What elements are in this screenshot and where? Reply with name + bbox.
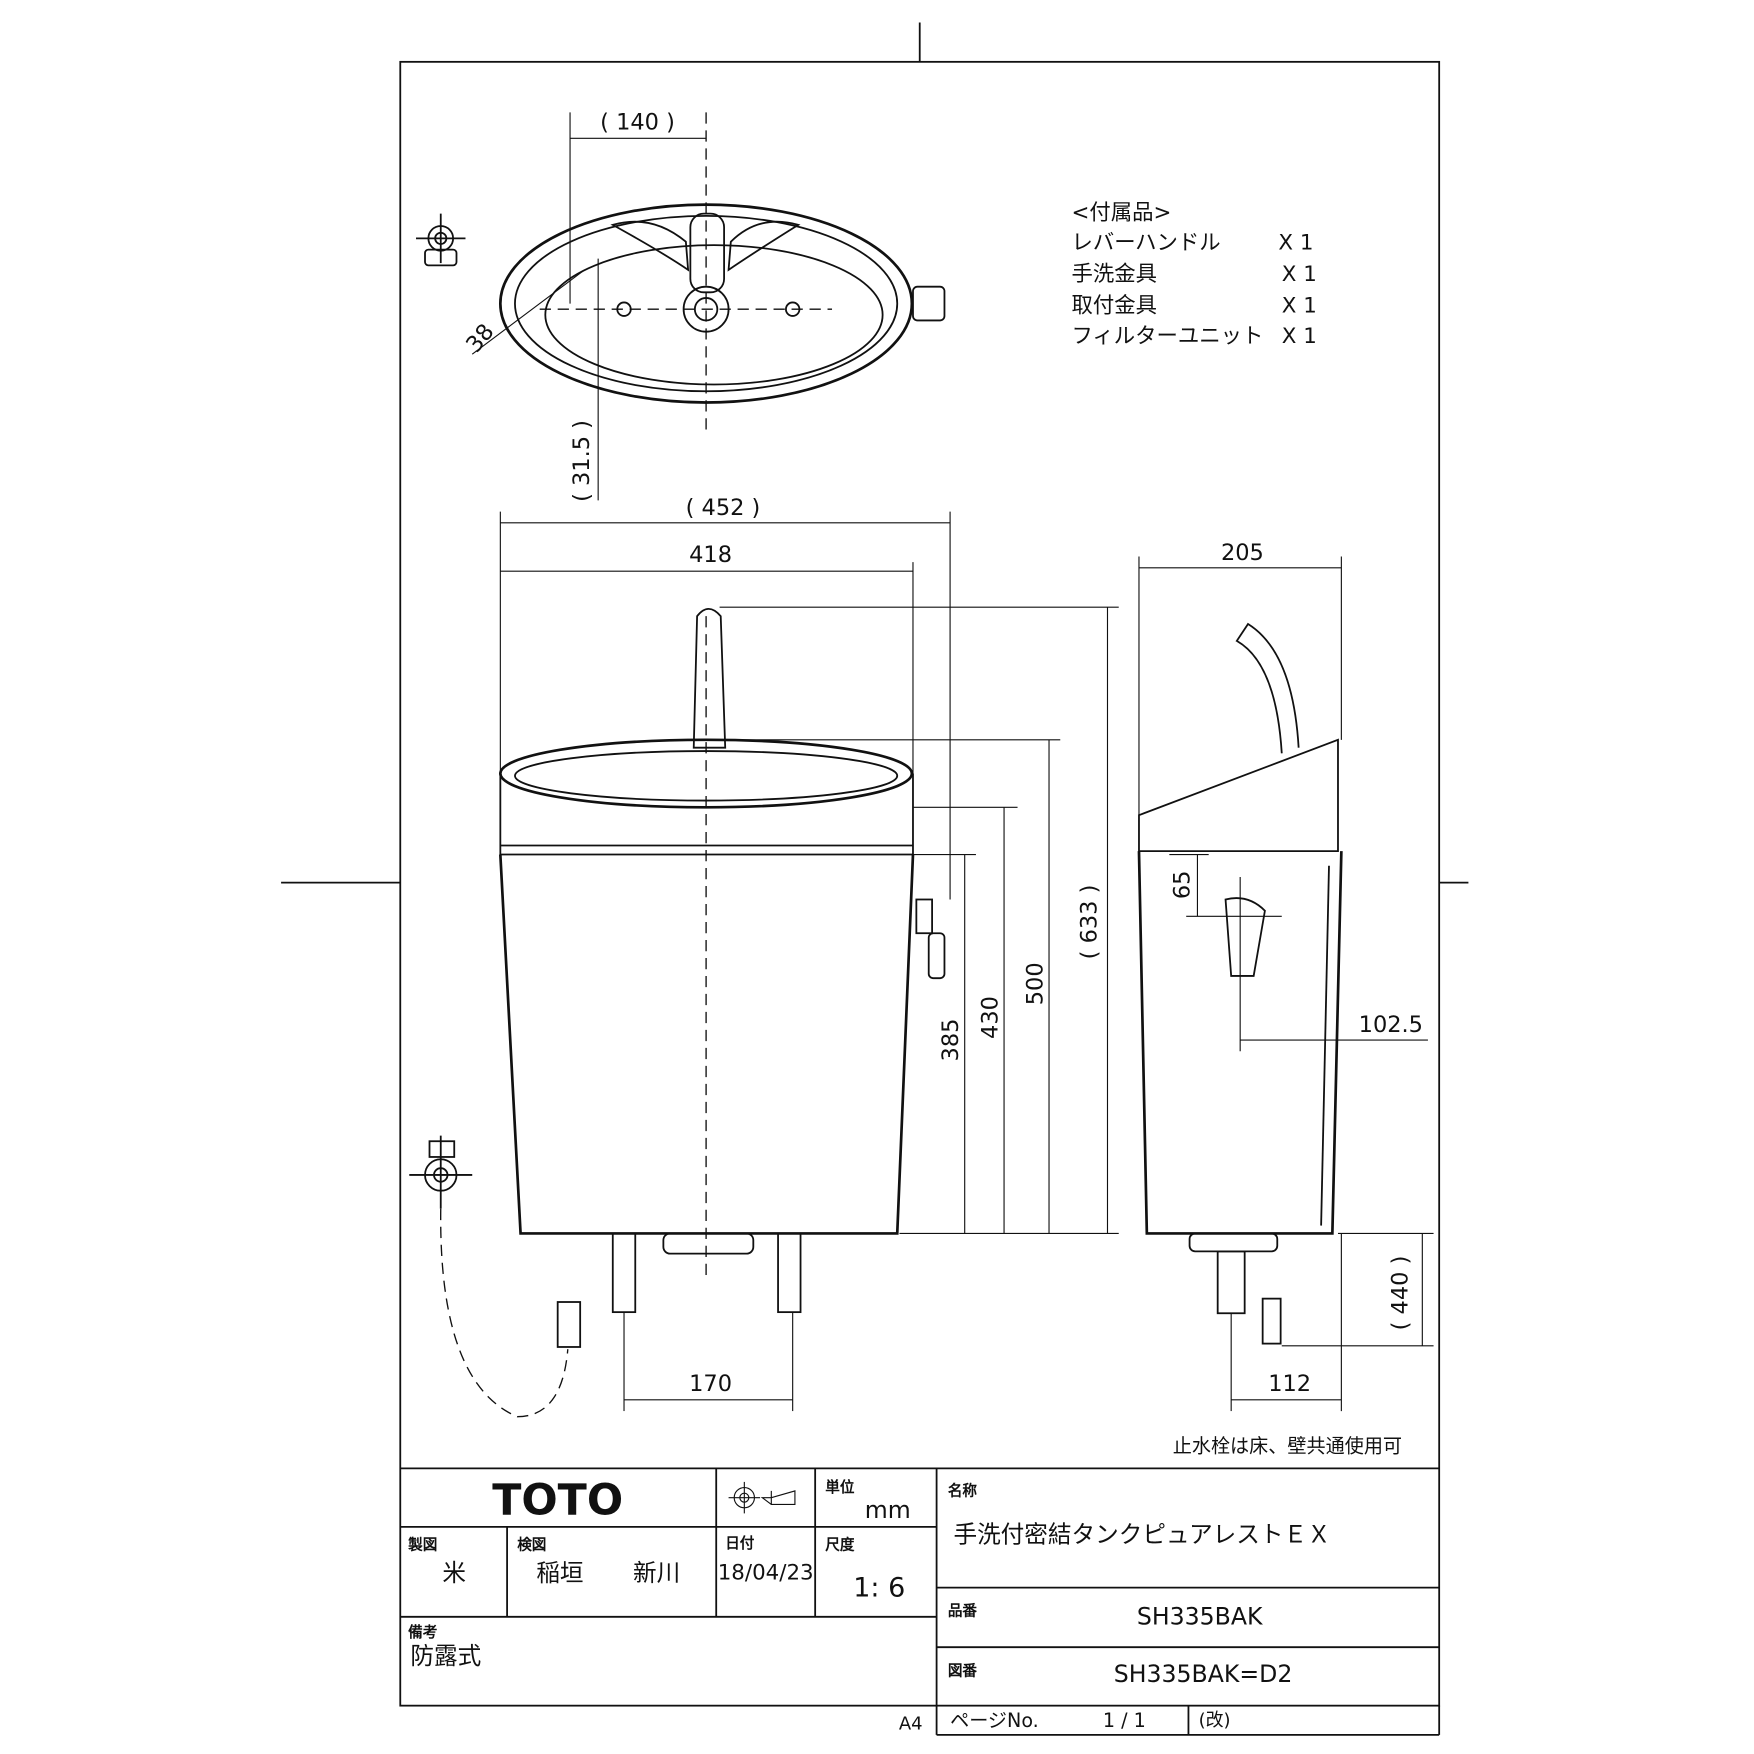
dim-140: ( 140 ) bbox=[600, 109, 675, 135]
scale-value: 1: 6 bbox=[853, 1573, 905, 1604]
drawing-label: 図番 bbox=[948, 1661, 978, 1679]
accessory-qty: X 1 bbox=[1278, 231, 1313, 256]
drawn-label: 製図 bbox=[407, 1535, 437, 1553]
accessory-name: 手洗金具 bbox=[1072, 262, 1157, 287]
revision-label: (改) bbox=[1199, 1710, 1231, 1731]
date-value: 18/04/23 bbox=[718, 1561, 814, 1586]
dim-440: ( 440 ) bbox=[1388, 1256, 1414, 1331]
accessories-title: <付属品> bbox=[1072, 200, 1172, 225]
dim-633: ( 633 ) bbox=[1076, 885, 1102, 960]
accessories-list: <付属品> レバーハンドル X 1 手洗金具 X 1 取付金具 X 1 フィルタ… bbox=[1072, 200, 1317, 349]
accessory-name: 取付金具 bbox=[1072, 294, 1157, 319]
dim-170: 170 bbox=[689, 1371, 732, 1397]
center-marks bbox=[281, 22, 1469, 884]
checked-value-2: 新川 bbox=[633, 1559, 680, 1587]
projection-symbol-icon bbox=[728, 1481, 796, 1514]
paper-size: A4 bbox=[899, 1713, 923, 1734]
dim-500: 500 bbox=[1022, 962, 1048, 1005]
accessory-name: フィルターユニット bbox=[1072, 324, 1264, 349]
dim-65: 65 bbox=[1170, 871, 1196, 900]
dim-102-5: 102.5 bbox=[1359, 1012, 1423, 1038]
part-number: SH335BAK bbox=[1137, 1603, 1263, 1631]
drawing-number: SH335BAK=D2 bbox=[1114, 1660, 1293, 1688]
title-block: TOTO 単位 mm 製図 米 検図 稲垣 新川 日付 18/04/23 尺度 … bbox=[400, 1467, 1441, 1736]
dim-38: 38 bbox=[461, 319, 499, 358]
accessory-qty: X 1 bbox=[1282, 262, 1317, 287]
toto-logo: TOTO bbox=[492, 1476, 623, 1526]
dim-430: 430 bbox=[977, 996, 1003, 1039]
accessory-qty: X 1 bbox=[1282, 294, 1317, 319]
dim-385: 385 bbox=[938, 1019, 964, 1062]
dim-452: ( 452 ) bbox=[686, 495, 761, 521]
front-view bbox=[498, 511, 1119, 1412]
part-label: 品番 bbox=[948, 1602, 978, 1620]
remarks-value: 防露式 bbox=[410, 1642, 481, 1670]
page-label: ページNo. bbox=[950, 1709, 1039, 1732]
stop-valve-icon bbox=[409, 213, 582, 1418]
product-name: 手洗付密結タンクピュアレストＥＸ bbox=[953, 1521, 1330, 1549]
remarks-label: 備考 bbox=[408, 1623, 437, 1641]
checked-label: 検図 bbox=[517, 1535, 546, 1553]
scale-label: 尺度 bbox=[825, 1535, 855, 1553]
dim-418: 418 bbox=[689, 542, 732, 568]
unit-label: 単位 bbox=[825, 1478, 855, 1496]
dim-31-5: ( 31.5 ) bbox=[569, 420, 595, 502]
dim-112: 112 bbox=[1268, 1371, 1311, 1397]
top-view bbox=[471, 112, 946, 501]
dim-205: 205 bbox=[1221, 540, 1264, 566]
checked-value-1: 稲垣 bbox=[536, 1559, 583, 1587]
name-label: 名称 bbox=[948, 1481, 978, 1499]
date-label: 日付 bbox=[725, 1534, 755, 1552]
accessory-name: レバーハンドル bbox=[1072, 231, 1221, 256]
side-view bbox=[1137, 556, 1434, 1412]
page-value: 1 / 1 bbox=[1103, 1709, 1146, 1732]
accessory-qty: X 1 bbox=[1282, 324, 1317, 349]
drawn-value: 米 bbox=[442, 1559, 466, 1587]
installation-note: 止水栓は床、壁共通使用可 bbox=[1173, 1435, 1402, 1458]
unit-value: mm bbox=[865, 1496, 911, 1524]
